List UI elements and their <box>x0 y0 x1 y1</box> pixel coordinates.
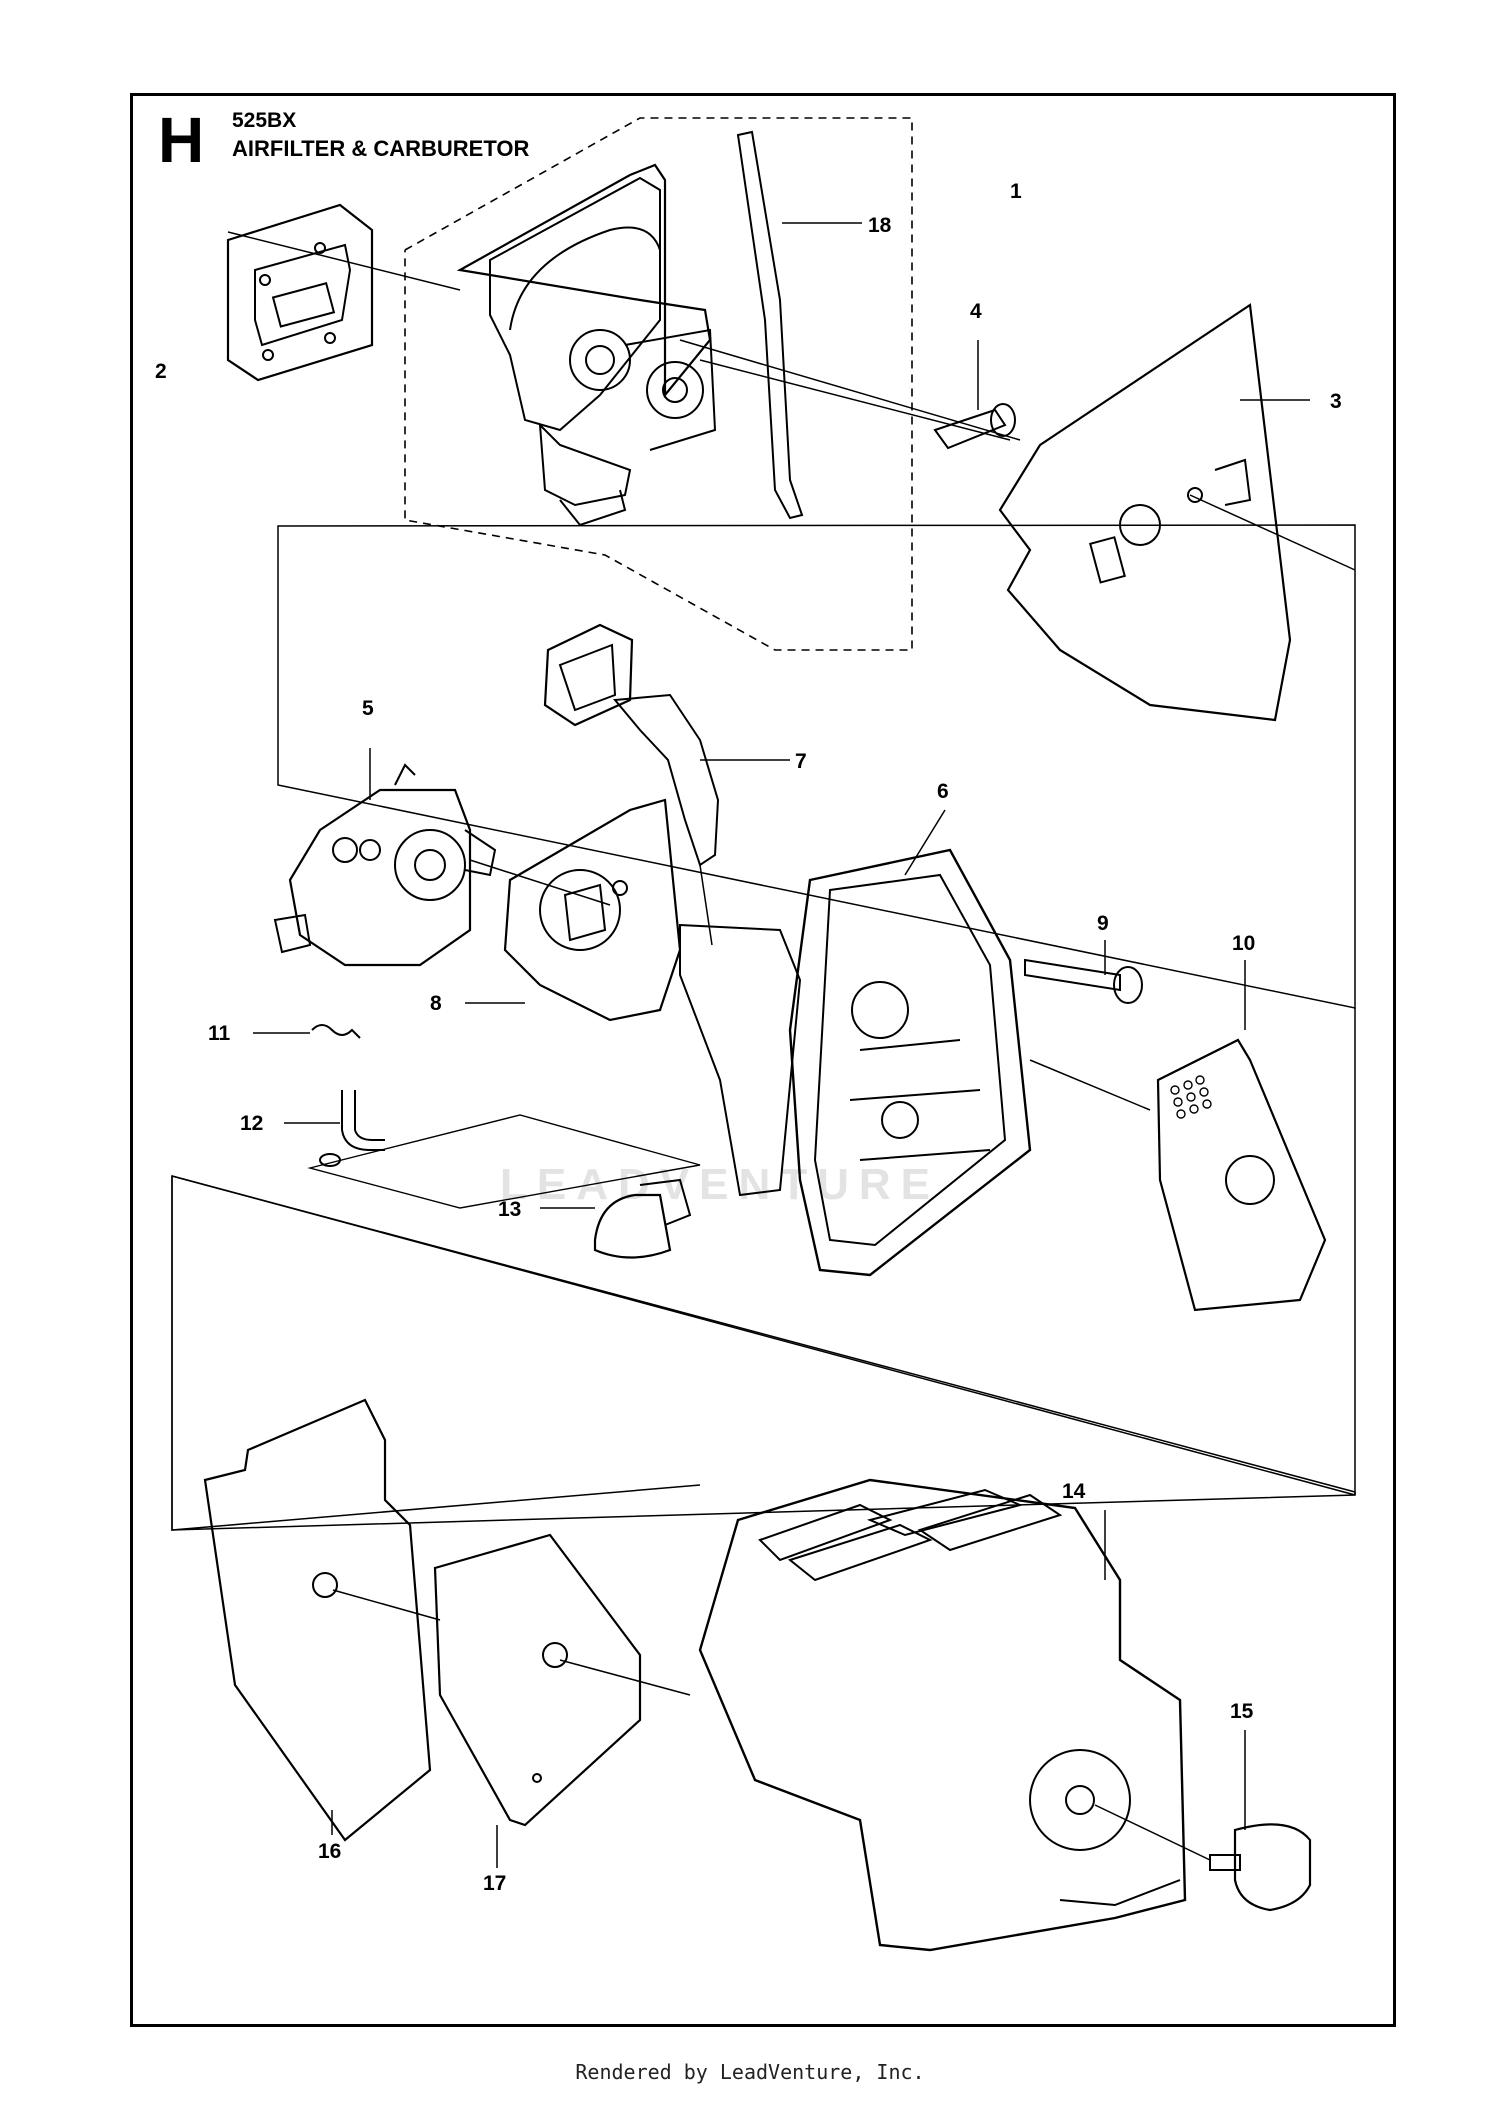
part-12-fuel-hose <box>284 1090 385 1167</box>
part-8-gasket <box>465 798 682 1022</box>
part-1-intake-housing <box>456 163 1021 527</box>
part-6-filter-base <box>679 809 1151 1277</box>
callout-17: 17 <box>483 1872 506 1895</box>
diagram-frame <box>130 93 1396 2027</box>
plane-lower <box>171 1175 1356 1531</box>
callout-3: 3 <box>1330 390 1342 413</box>
part-3-gasket <box>998 303 1356 722</box>
callout-8: 8 <box>430 992 442 1015</box>
callout-labels: 1 2 3 4 5 6 7 8 9 10 11 12 13 14 15 16 1… <box>155 180 1342 1895</box>
section-title: AIRFILTER & CARBURETOR <box>232 136 530 161</box>
callout-1: 1 <box>1010 180 1022 203</box>
part-14-filter-cover <box>698 1478 1187 1952</box>
part-13-primer-bulb <box>540 1178 692 1259</box>
part-7-choke-lever <box>543 623 790 946</box>
plane-small <box>307 1114 701 1209</box>
part-4-screw <box>933 340 1016 450</box>
callout-6: 6 <box>937 780 949 803</box>
assembly-1-dashed-outline <box>404 117 913 651</box>
plane-upper <box>277 524 1356 1009</box>
callout-11: 11 <box>208 1022 231 1045</box>
footer-credit: Rendered by LeadVenture, Inc. <box>575 2060 925 2084</box>
callout-2: 2 <box>155 360 167 383</box>
part-5-carburetor <box>273 748 611 967</box>
callout-9: 9 <box>1097 912 1109 935</box>
part-11-clip <box>253 1024 361 1039</box>
callout-12: 12 <box>240 1112 263 1135</box>
callout-14: 14 <box>1062 1480 1086 1503</box>
watermark: LEADVENTURE <box>500 1160 941 1209</box>
part-16-filter-plate <box>203 1398 441 1842</box>
callout-5: 5 <box>362 697 374 720</box>
part-2-gasket <box>226 203 461 382</box>
callout-13: 13 <box>498 1198 521 1221</box>
section-letter: H <box>158 104 205 176</box>
part-18-strip <box>736 130 862 520</box>
callout-7: 7 <box>795 750 807 773</box>
callout-10: 10 <box>1232 932 1255 955</box>
callout-4: 4 <box>970 300 982 323</box>
part-15-knob <box>1094 1730 1312 1912</box>
part-10-filter-plate <box>1156 960 1327 1312</box>
callout-15: 15 <box>1230 1700 1254 1723</box>
callout-18: 18 <box>868 214 892 237</box>
model-number: 525BX <box>232 109 297 132</box>
callout-16: 16 <box>318 1840 341 1863</box>
part-9-long-screw <box>1024 940 1143 1004</box>
part-17-foam-filter <box>433 1533 691 1868</box>
